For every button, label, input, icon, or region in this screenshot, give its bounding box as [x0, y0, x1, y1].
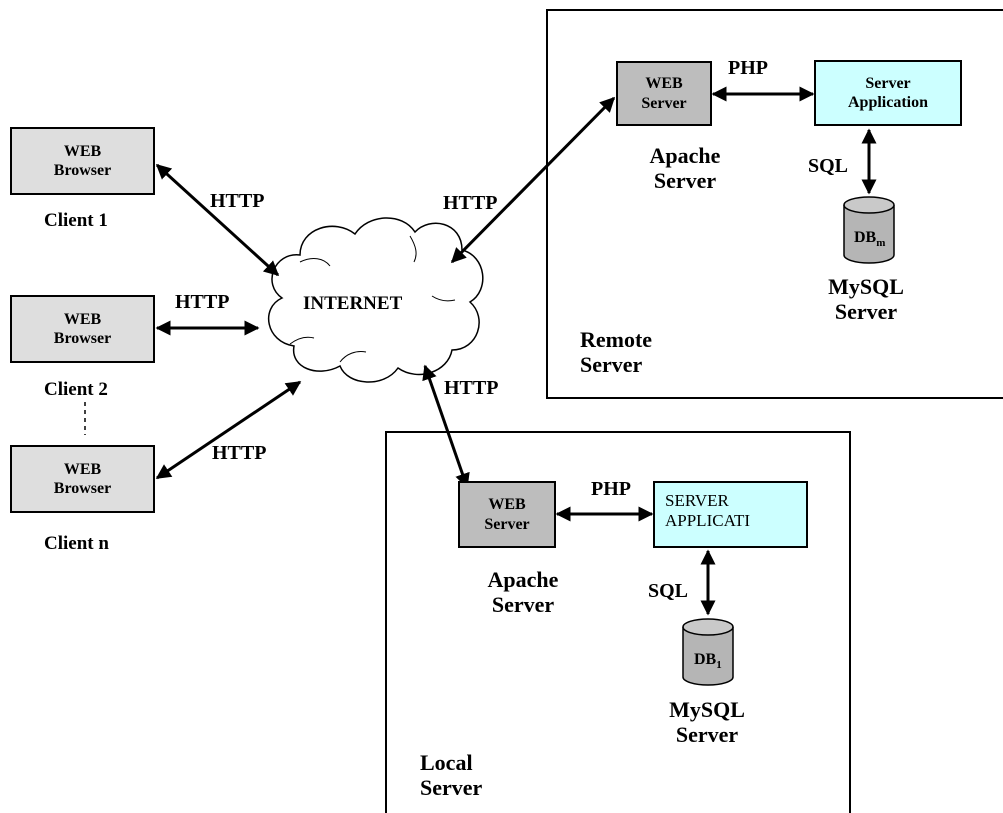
client-n-label: Client n: [44, 533, 109, 554]
remote-apache-line1: Apache: [649, 143, 721, 168]
client-2-browser-line2: Browser: [53, 330, 112, 347]
local-apache-label: Apache Server: [478, 567, 568, 618]
local-db-base: DB: [694, 651, 717, 668]
local-app-line1: SERVER: [665, 491, 729, 510]
client-1-label: Client 1: [44, 210, 108, 231]
http-arrow-local: [422, 364, 470, 489]
remote-db-sub: m: [876, 237, 886, 250]
client-2-browser-box: WEB Browser: [10, 295, 155, 363]
local-mysql-line1: MySQL: [669, 697, 745, 722]
local-db-cylinder: [682, 618, 734, 686]
http-label-remote: HTTP: [443, 192, 498, 214]
local-server-title: Local Server: [420, 750, 482, 801]
php-label-remote: PHP: [728, 57, 768, 79]
local-title-line2: Server: [420, 775, 483, 801]
client-1-browser-box: WEB Browser: [10, 127, 155, 195]
local-server-frame: [385, 431, 851, 813]
http-arrow-client-n: [155, 380, 302, 480]
http-label-client-2: HTTP: [175, 291, 230, 313]
remote-db-cylinder: [843, 196, 895, 264]
remote-server-title: Remote Server: [580, 327, 652, 378]
client-n-browser-line2: Browser: [53, 480, 112, 497]
client-2-browser-line1: WEB: [63, 310, 102, 328]
client-n-browser-box: WEB Browser: [10, 445, 155, 513]
local-mysql-label: MySQL Server: [657, 697, 757, 748]
http-arrow-remote: [450, 96, 616, 264]
remote-web-server-line1: WEB: [645, 75, 683, 93]
local-db-sub: 1: [716, 659, 722, 672]
php-label-local: PHP: [591, 478, 631, 500]
remote-title-line2: Server: [580, 352, 643, 378]
local-server-application-box: SERVER APPLICATI: [653, 481, 808, 548]
remote-server-application-box: Server Application: [814, 60, 962, 126]
client-n-browser-line1: WEB: [63, 460, 102, 478]
remote-mysql-label: MySQL Server: [816, 274, 916, 325]
remote-web-server-box: WEB Server: [616, 61, 712, 126]
remote-mysql-line1: MySQL: [828, 274, 904, 299]
local-db-label: DB1: [694, 651, 722, 671]
http-label-client-n: HTTP: [212, 442, 267, 464]
remote-apache-line2: Server: [653, 168, 717, 194]
local-app-line2: APPLICATI: [665, 510, 751, 530]
remote-web-server-line2: Server: [641, 94, 687, 112]
remote-db-base: DB: [854, 229, 877, 246]
local-apache-line1: Apache: [487, 567, 559, 592]
sql-label-local: SQL: [648, 580, 689, 602]
http-label-local: HTTP: [444, 377, 499, 399]
remote-app-line1: Server: [865, 74, 911, 92]
remote-db-label: DBm: [854, 229, 885, 249]
client-1-browser-line2: Browser: [53, 162, 112, 179]
local-apache-line2: Server: [491, 592, 555, 618]
http-arrow-client-1: [155, 163, 280, 277]
http-label-client-1: HTTP: [210, 190, 265, 212]
sql-label-remote: SQL: [808, 155, 849, 177]
local-web-server-box: WEB Server: [458, 481, 556, 548]
remote-mysql-line2: Server: [834, 299, 898, 325]
local-mysql-line2: Server: [675, 722, 739, 748]
local-web-server-line2: Server: [484, 515, 530, 533]
remote-title-line1: Remote: [580, 327, 653, 352]
client-2-label: Client 2: [44, 379, 108, 400]
remote-apache-label: Apache Server: [640, 143, 730, 194]
local-web-server-line1: WEB: [488, 496, 526, 514]
remote-app-line2: Application: [847, 94, 928, 111]
local-title-line1: Local: [420, 750, 473, 775]
internet-label: INTERNET: [303, 293, 403, 314]
client-1-browser-line1: WEB: [63, 142, 102, 160]
internet-cloud: [267, 217, 484, 383]
